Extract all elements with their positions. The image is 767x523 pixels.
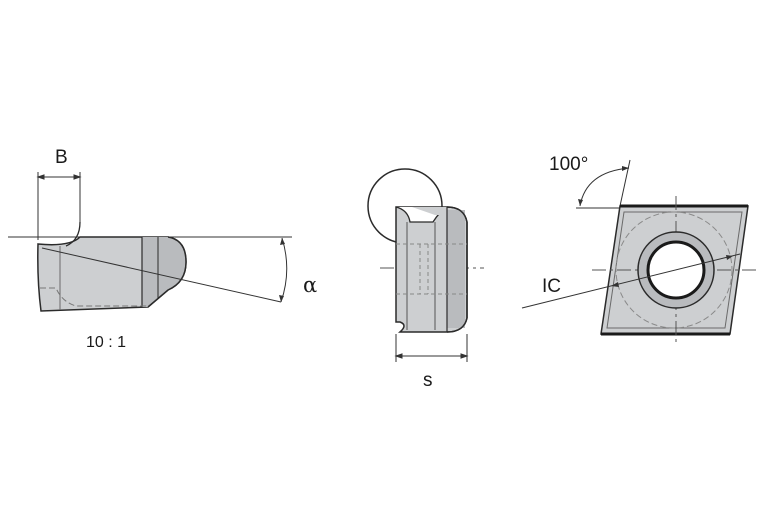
alpha-line bbox=[41, 247, 282, 303]
inscribed-circle bbox=[615, 211, 733, 329]
s-dimension bbox=[394, 334, 469, 362]
s-label: s bbox=[423, 370, 433, 391]
ic-dimension bbox=[521, 253, 741, 309]
alpha-label: α bbox=[303, 273, 317, 297]
top-view: 100° IC bbox=[521, 154, 760, 344]
thickness-view: s bbox=[367, 168, 484, 391]
alpha-arc bbox=[280, 237, 288, 303]
detail-edge-band bbox=[142, 237, 186, 307]
scale-label: 10 : 1 bbox=[86, 334, 126, 351]
ic-label: IC bbox=[542, 276, 561, 297]
b-label: B bbox=[55, 147, 68, 168]
b-dimension bbox=[36, 172, 82, 240]
angle-label: 100° bbox=[549, 154, 588, 175]
detail-view: B α 10 : 1 bbox=[8, 147, 317, 351]
b-notch bbox=[65, 221, 81, 247]
